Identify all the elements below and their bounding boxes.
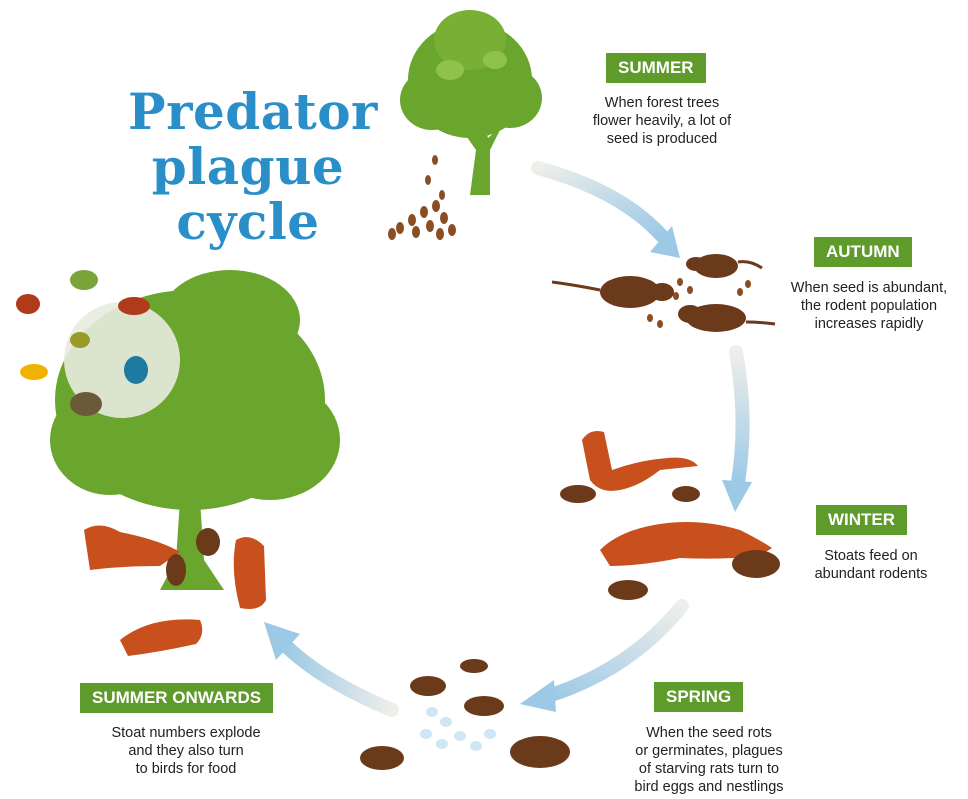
desc-line: bird eggs and nestlings	[616, 778, 802, 796]
desc-line: to birds for food	[86, 760, 286, 778]
stage-desc-autumn: When seed is abundant, the rodent popula…	[776, 279, 962, 333]
desc-line: or germinates, plagues	[616, 742, 802, 760]
stoat-icon	[84, 525, 266, 656]
desc-line: the rodent population	[776, 297, 962, 315]
desc-line: When forest trees	[572, 94, 752, 112]
title-line: plague	[128, 139, 368, 194]
desc-line: When seed is abundant,	[776, 279, 962, 297]
stage-desc-summer: When forest trees flower heavily, a lot …	[572, 94, 752, 148]
stage-badge-autumn: AUTUMN	[814, 237, 912, 267]
stage-badge-summer: SUMMER	[606, 53, 706, 83]
desc-line: Stoat numbers explode	[86, 724, 286, 742]
desc-line: seed is produced	[572, 130, 752, 148]
stage-badge-winter: WINTER	[816, 505, 907, 535]
title-line: Predator	[128, 84, 368, 139]
cycle-arrow-icon	[264, 622, 392, 710]
page-title: Predator plague cycle	[128, 84, 368, 249]
tree-icon	[400, 10, 542, 195]
title-line: cycle	[128, 194, 368, 249]
seed-icon	[388, 155, 456, 240]
stoat-icon	[582, 431, 698, 491]
desc-line: When the seed rots	[616, 724, 802, 742]
rat-icon	[678, 304, 775, 332]
stage-desc-winter: Stoats feed on abundant rodents	[796, 547, 946, 583]
cycle-arrow-icon	[722, 352, 752, 512]
stage-desc-spring: When the seed rots or germinates, plague…	[616, 724, 802, 796]
rat-icon	[552, 276, 674, 308]
cycle-arrow-icon	[538, 168, 680, 258]
desc-line: increases rapidly	[776, 315, 962, 333]
stage-badge-spring: SPRING	[654, 682, 743, 712]
desc-line: flower heavily, a lot of	[572, 112, 752, 130]
rat-icon	[686, 254, 762, 278]
desc-line: and they also turn	[86, 742, 286, 760]
desc-line: of starving rats turn to	[616, 760, 802, 778]
desc-line: abundant rodents	[796, 565, 946, 583]
kiwi-icon	[70, 392, 102, 416]
stage-desc-summer-onwards: Stoat numbers explode and they also turn…	[86, 724, 286, 778]
desc-line: Stoats feed on	[796, 547, 946, 565]
stage-badge-summer-onwards: SUMMER ONWARDS	[80, 683, 273, 713]
